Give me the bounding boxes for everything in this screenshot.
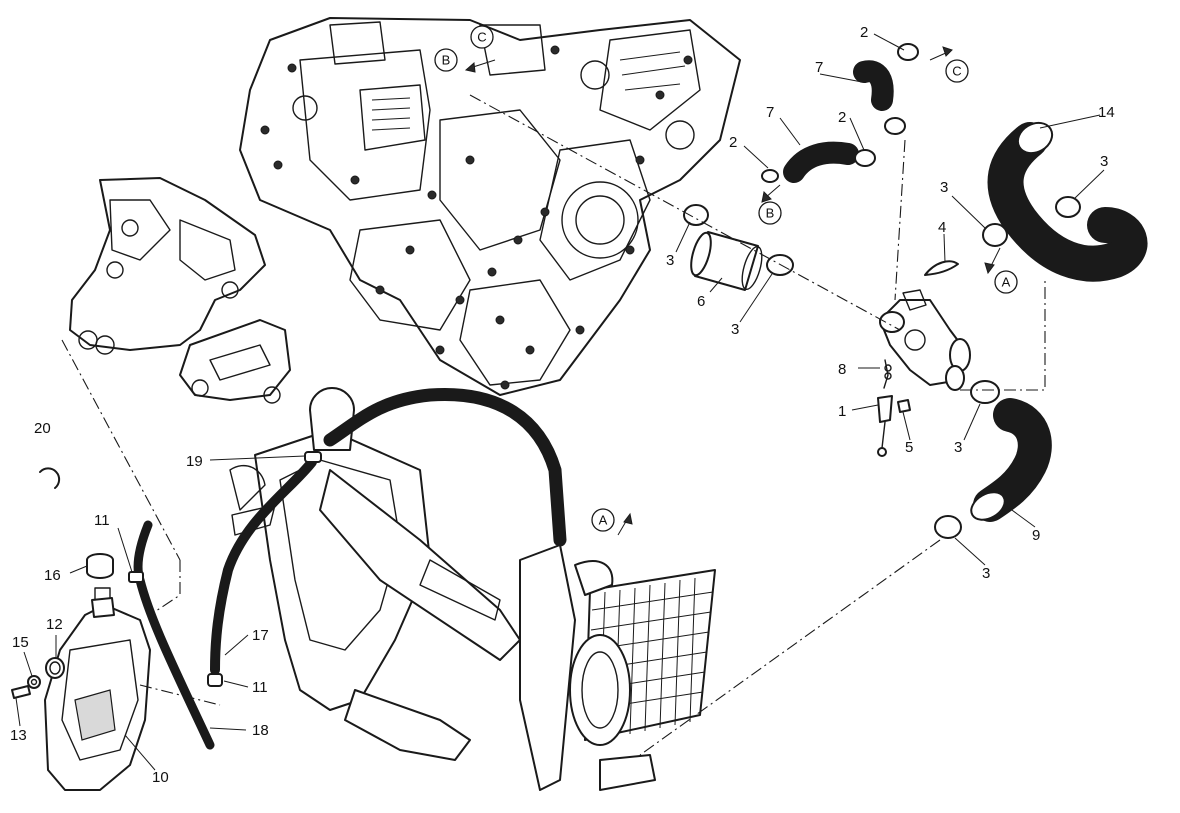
callout-7: 7 bbox=[766, 104, 774, 121]
ref-a-right: A bbox=[994, 270, 1018, 294]
callout-3: 3 bbox=[940, 179, 948, 196]
callout-15: 15 bbox=[12, 634, 29, 651]
lower-radiator-hose bbox=[970, 398, 1052, 522]
callout-3: 3 bbox=[666, 252, 674, 269]
ref-b-top: B bbox=[434, 48, 458, 72]
elbow-hose-lower bbox=[783, 141, 859, 183]
tank-fasteners bbox=[11, 657, 65, 699]
callout-8: 8 bbox=[838, 361, 846, 378]
callout-11: 11 bbox=[94, 512, 110, 529]
expansion-tank-cap bbox=[86, 553, 114, 579]
callout-12: 12 bbox=[46, 616, 63, 633]
callout-19: 19 bbox=[186, 453, 203, 470]
callout-3: 3 bbox=[954, 439, 962, 456]
o-ring-gasket bbox=[924, 260, 959, 276]
small-clamps bbox=[761, 43, 919, 183]
routing-lines bbox=[61, 94, 1046, 756]
breather-hose bbox=[207, 457, 317, 687]
ref-c-right: C bbox=[945, 59, 969, 83]
callout-18: 18 bbox=[252, 722, 269, 739]
ref-label: B bbox=[442, 53, 451, 68]
callout-13: 13 bbox=[10, 727, 27, 744]
direction-arrows bbox=[464, 46, 1001, 536]
callout-3: 3 bbox=[731, 321, 739, 338]
callout-2: 2 bbox=[838, 109, 846, 126]
ref-label: B bbox=[766, 206, 775, 221]
elbow-hose-upper bbox=[853, 60, 894, 111]
ref-b-right: B bbox=[758, 201, 782, 225]
thermostat-housing bbox=[879, 289, 971, 391]
ref-a-center: A bbox=[591, 508, 615, 532]
callout-6: 6 bbox=[697, 293, 705, 310]
leader-lines bbox=[15, 33, 1105, 771]
radiator-frame-assembly bbox=[229, 387, 716, 791]
callout-10: 10 bbox=[152, 769, 169, 786]
callout-3: 3 bbox=[982, 565, 990, 582]
hose-clamps bbox=[683, 196, 1081, 539]
callout-4: 4 bbox=[938, 219, 946, 236]
straight-hose bbox=[690, 231, 763, 291]
ref-label: C bbox=[952, 64, 961, 79]
ref-label: A bbox=[599, 513, 608, 528]
callout-14: 14 bbox=[1098, 104, 1115, 121]
frame-bracket bbox=[69, 177, 291, 404]
small-hose-clamp bbox=[304, 451, 322, 463]
callout-11: 11 bbox=[252, 679, 268, 696]
callout-2: 2 bbox=[860, 24, 868, 41]
upper-radiator-hose bbox=[987, 121, 1148, 282]
part-callouts: 2 7 2 7 2 14 3 3 4 3 6 3 8 1 5 3 9 3 20 … bbox=[10, 24, 1115, 786]
ref-label: C bbox=[477, 30, 486, 45]
callout-5: 5 bbox=[905, 439, 913, 456]
callout-3: 3 bbox=[1100, 153, 1108, 170]
callout-17: 17 bbox=[252, 627, 269, 644]
temperature-sensor bbox=[877, 359, 911, 457]
ref-c-top: C bbox=[470, 25, 494, 49]
callout-16: 16 bbox=[44, 567, 61, 584]
callout-1: 1 bbox=[838, 403, 846, 420]
ref-label: A bbox=[1002, 275, 1011, 290]
expansion-tank bbox=[44, 587, 151, 791]
callout-7: 7 bbox=[815, 59, 823, 76]
hose-clip bbox=[39, 467, 61, 489]
callout-20: 20 bbox=[34, 420, 51, 437]
callout-2: 2 bbox=[729, 134, 737, 151]
engine-block bbox=[239, 17, 741, 396]
callout-9: 9 bbox=[1032, 527, 1040, 544]
overflow-hose bbox=[128, 520, 215, 750]
